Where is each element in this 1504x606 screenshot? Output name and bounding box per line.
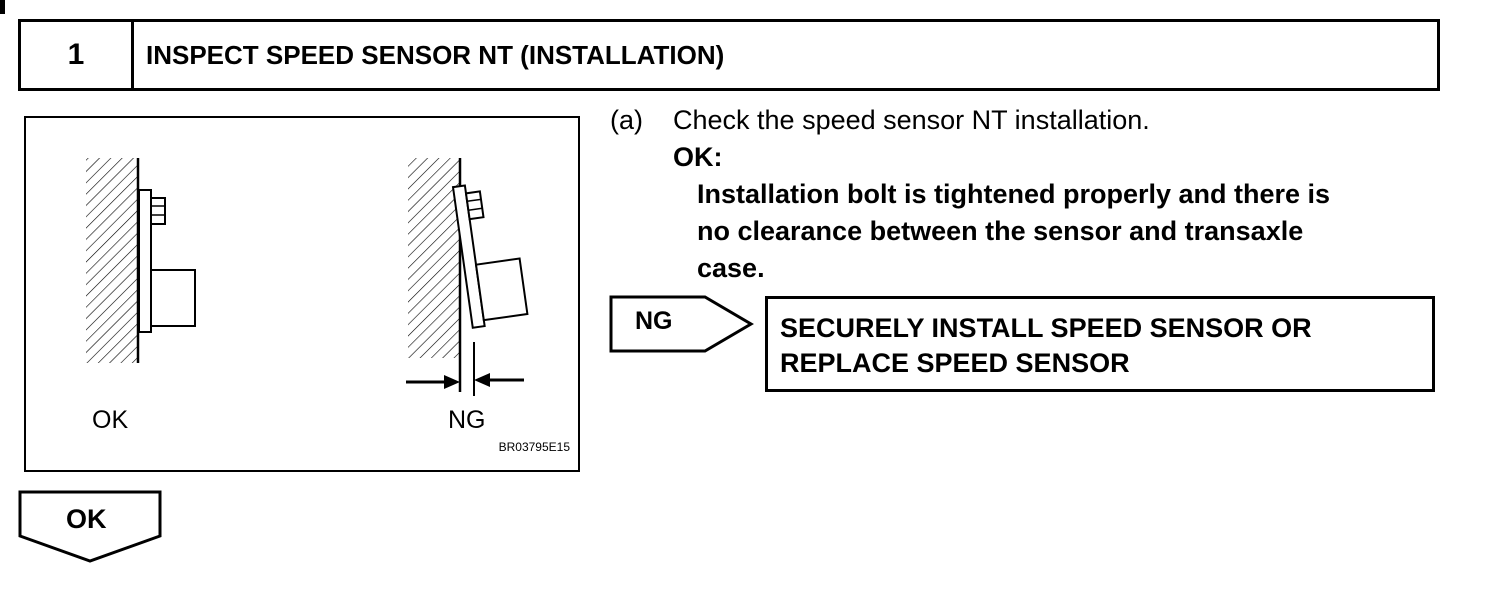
ok-criteria-line-1: Installation bolt is tightened properly …	[697, 179, 1331, 209]
ok-sensor-flange	[138, 189, 152, 333]
ng-case-hatch	[408, 158, 460, 358]
instruction-letter: (a)	[610, 105, 643, 135]
figure-code: BR03795E15	[498, 440, 570, 454]
ng-arrow-icon	[609, 295, 754, 353]
ng-action-line-2: REPLACE SPEED SENSOR	[780, 348, 1130, 378]
instruction-block: (a) Check the speed sensor NT installati…	[610, 102, 1450, 287]
ok-sensor-body	[150, 269, 196, 327]
ok-down-arrow-icon	[18, 490, 162, 563]
sensor-installation-diagram	[86, 158, 529, 396]
ng-sensor-body	[474, 257, 529, 322]
ok-diagram	[86, 158, 196, 363]
step-title: INSPECT SPEED SENSOR NT (INSTALLATION)	[146, 39, 725, 70]
ok-criteria-line-2: no clearance between the sensor and tran…	[697, 216, 1304, 246]
ok-case-hatch	[86, 158, 138, 363]
corner-mark	[0, 0, 5, 14]
ng-diagram	[406, 158, 529, 396]
ng-tag-label: NG	[635, 307, 673, 335]
ok-tag-label: OK	[66, 504, 107, 534]
ng-sensor-flange	[451, 184, 486, 329]
figure-label-ng: NG	[448, 406, 486, 434]
figure-label-ok: OK	[92, 406, 129, 434]
ng-arrow-tag: NG	[609, 295, 759, 360]
step-number: 1	[21, 22, 134, 88]
ok-heading: OK:	[673, 142, 723, 172]
ok-arrow-tag: OK	[18, 490, 164, 569]
ng-action-box: SECURELY INSTALL SPEED SENSOR OR REPLACE…	[765, 296, 1435, 392]
instruction-text: Check the speed sensor NT installation.	[673, 105, 1150, 135]
ng-action-line-1: SECURELY INSTALL SPEED SENSOR OR	[780, 313, 1312, 343]
illustration-figure: OK NG BR03795E15	[24, 116, 580, 472]
ok-criteria-line-3: case.	[697, 253, 765, 283]
ok-bolt-icon	[150, 197, 166, 225]
step-header: 1 INSPECT SPEED SENSOR NT (INSTALLATION)	[18, 19, 1440, 91]
ng-bolt-icon	[464, 190, 485, 221]
